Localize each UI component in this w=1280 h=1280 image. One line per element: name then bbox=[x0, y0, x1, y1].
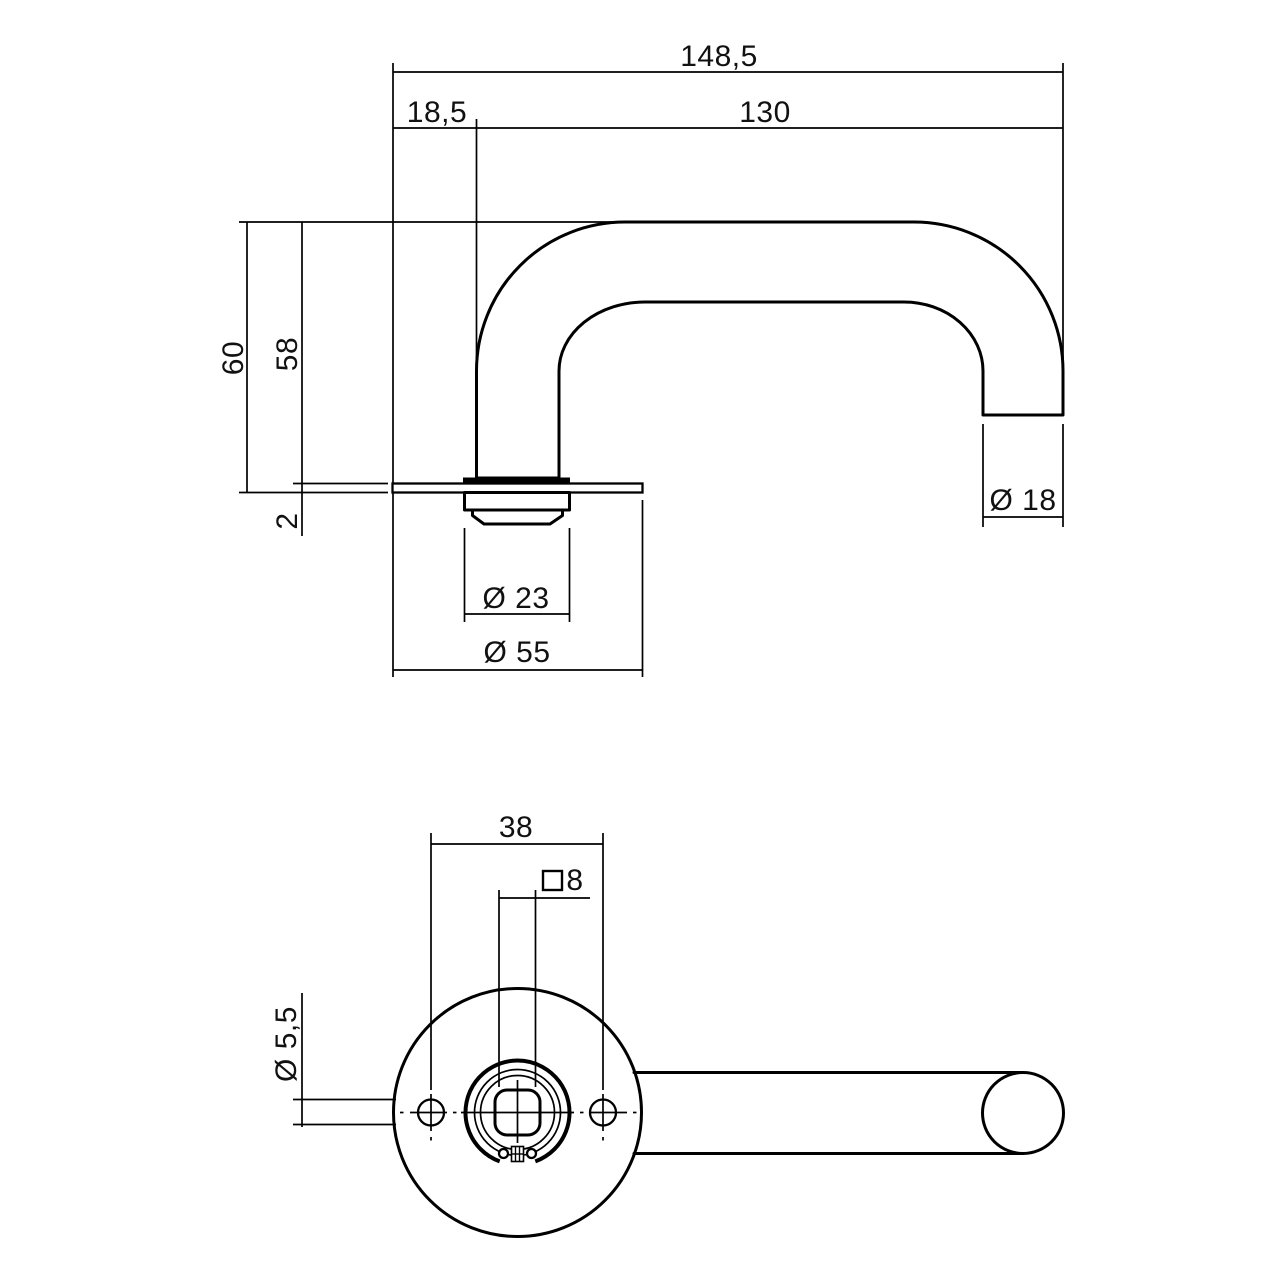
lever-grip-front bbox=[632, 1071, 1065, 1155]
collar-upper bbox=[463, 491, 571, 512]
spindle-square-hole bbox=[493, 1088, 542, 1137]
screw-hole-left bbox=[416, 1098, 446, 1127]
grip-end-circle bbox=[981, 1071, 1065, 1155]
label-collar-diameter: Ø 23 bbox=[482, 582, 549, 615]
label-total-length: 148,5 bbox=[680, 40, 758, 73]
lever-handle-outline bbox=[475, 220, 1065, 480]
rose-circle bbox=[392, 987, 643, 1238]
label-plate-thickness: 2 bbox=[271, 512, 304, 529]
label-total-height: 60 bbox=[217, 341, 250, 375]
label-screw-hole-diameter: Ø 5,5 bbox=[270, 1006, 303, 1082]
label-length: 130 bbox=[739, 96, 791, 129]
screw-hole-right bbox=[588, 1098, 618, 1127]
side-view-dimension-lines bbox=[239, 63, 1064, 677]
front-view-dimension-lines bbox=[293, 833, 604, 1127]
clip-hole-left bbox=[497, 1147, 510, 1160]
collar-lower bbox=[471, 508, 564, 526]
label-rose-diameter: Ø 55 bbox=[483, 636, 550, 669]
clip-end-detail bbox=[510, 1145, 525, 1163]
label-tube-diameter: Ø 18 bbox=[989, 484, 1056, 517]
label-offset: 18,5 bbox=[407, 96, 467, 129]
label-inner-height: 58 bbox=[271, 337, 304, 371]
square-symbol-icon bbox=[541, 869, 564, 892]
front-view: 38 8 Ø 5,5 bbox=[270, 811, 1065, 1238]
neck-flange bbox=[463, 477, 570, 484]
label-spindle-square: 8 bbox=[566, 864, 583, 897]
side-view: 148,5 18,5 130 60 58 2 Ø 23 Ø 55 Ø 18 bbox=[217, 40, 1065, 677]
clip-hole-right bbox=[525, 1147, 538, 1160]
retaining-clip-ring bbox=[463, 1058, 572, 1164]
label-hole-spacing: 38 bbox=[499, 811, 533, 844]
